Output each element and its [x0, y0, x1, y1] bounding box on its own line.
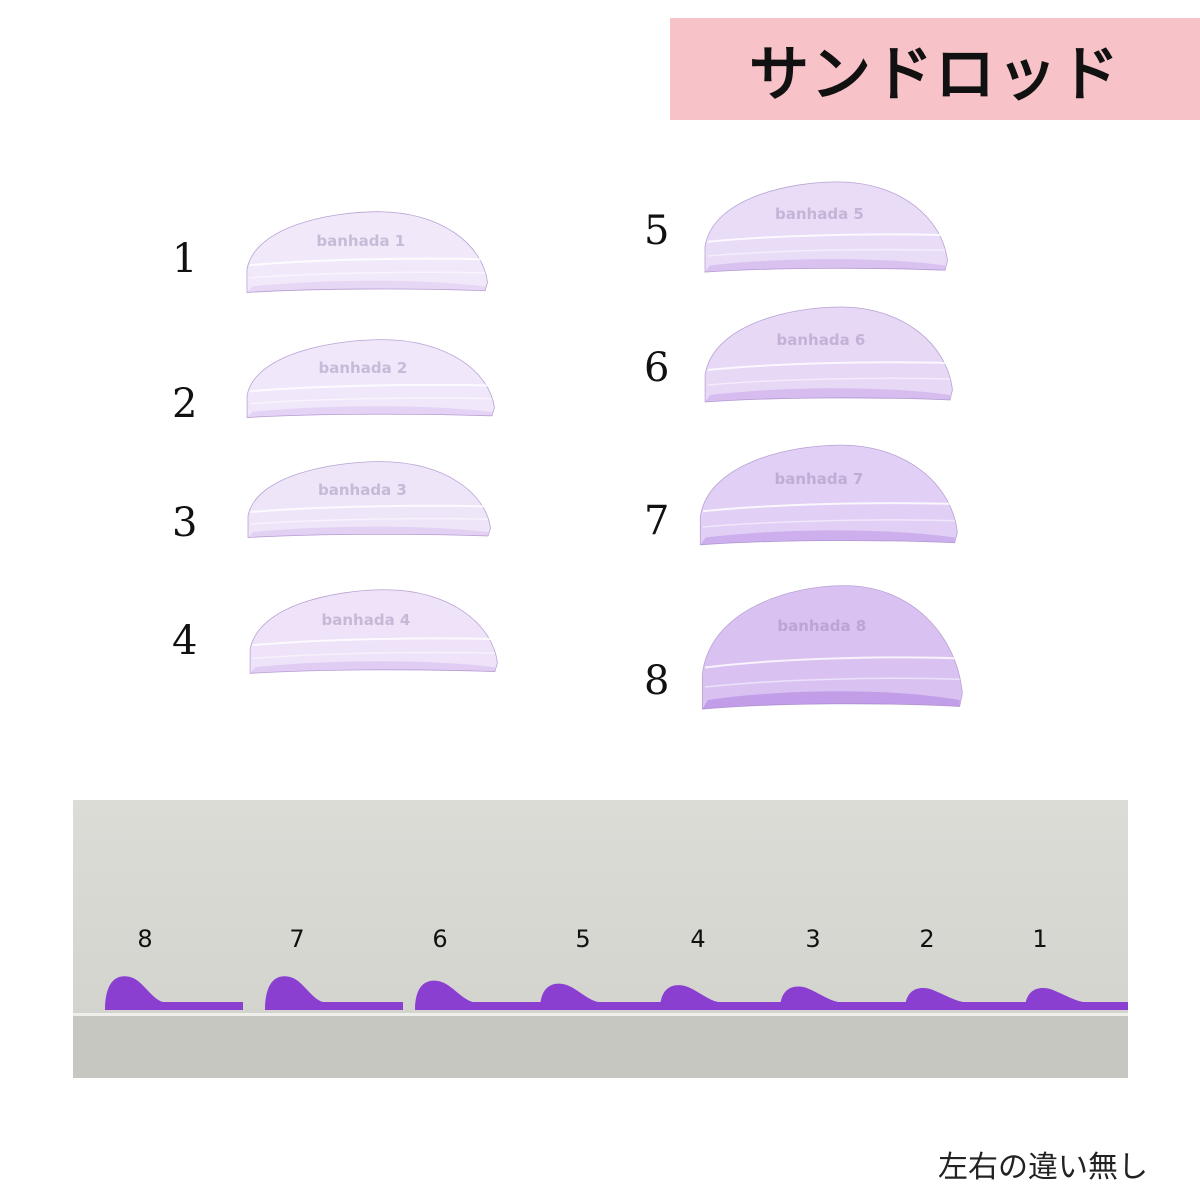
rod-shape — [243, 460, 493, 540]
embossed-text: banhada 2 — [318, 359, 408, 378]
rod-number: 3 — [172, 500, 198, 546]
side-view-rod — [265, 976, 403, 1010]
side-label: 2 — [919, 925, 935, 953]
side-view-rod — [105, 976, 243, 1010]
rod-image-5: banhada 5 — [700, 180, 950, 275]
side-view-rod — [905, 988, 1043, 1010]
caption: 左右の違い無し — [938, 1150, 1148, 1185]
side-view-rod — [1025, 988, 1128, 1010]
side-label: 7 — [289, 925, 305, 953]
side-view-rod — [540, 983, 678, 1010]
shelf-edge — [73, 1013, 1128, 1016]
embossed-text: banhada 4 — [321, 610, 411, 629]
side-label: 5 — [575, 925, 591, 953]
title-text: サンドロッド — [749, 39, 1121, 110]
title-banner: サンドロッド — [670, 18, 1200, 120]
embossed-text: banhada 3 — [318, 480, 407, 499]
rod-shape — [695, 443, 960, 548]
embossed-text: banhada 8 — [777, 616, 867, 635]
rod-image-7: banhada 7 — [695, 443, 960, 548]
side-label: 4 — [690, 925, 706, 953]
rod-number: 2 — [172, 381, 198, 427]
rod-image-6: banhada 6 — [700, 305, 955, 405]
rod-number: 5 — [644, 208, 670, 254]
rod-shape — [697, 583, 965, 713]
rod-number: 4 — [172, 618, 198, 664]
side-label: 8 — [137, 925, 153, 953]
rod-number: 7 — [644, 498, 670, 544]
rod-image-3: banhada 3 — [243, 460, 493, 540]
side-label: 6 — [432, 925, 448, 953]
rod-shape — [700, 305, 955, 405]
rod-number: 8 — [644, 658, 670, 704]
rod-number: 1 — [172, 236, 198, 282]
rod-shape — [245, 588, 500, 676]
rod-image-1: banhada 1 — [242, 210, 490, 295]
rod-shape — [242, 210, 490, 295]
rod-shape — [700, 180, 950, 275]
side-label: 3 — [805, 925, 821, 953]
rod-image-4: banhada 4 — [245, 588, 500, 676]
side-label: 1 — [1032, 925, 1048, 953]
shelf-face — [73, 1016, 1128, 1078]
embossed-text: banhada 6 — [776, 331, 866, 349]
rod-image-8: banhada 8 — [697, 583, 965, 713]
embossed-text: banhada 7 — [774, 470, 864, 489]
side-view-rod — [415, 980, 553, 1010]
rod-image-2: banhada 2 — [242, 338, 497, 420]
side-view-rod — [660, 985, 798, 1010]
embossed-text: banhada 5 — [775, 204, 864, 223]
side-view-photo: 8 7 6 5 4 3 2 1 — [73, 800, 1128, 1078]
side-view-rod — [780, 986, 918, 1010]
rod-shape — [242, 338, 497, 420]
embossed-text: banhada 1 — [316, 232, 406, 251]
rod-number: 6 — [644, 345, 670, 391]
